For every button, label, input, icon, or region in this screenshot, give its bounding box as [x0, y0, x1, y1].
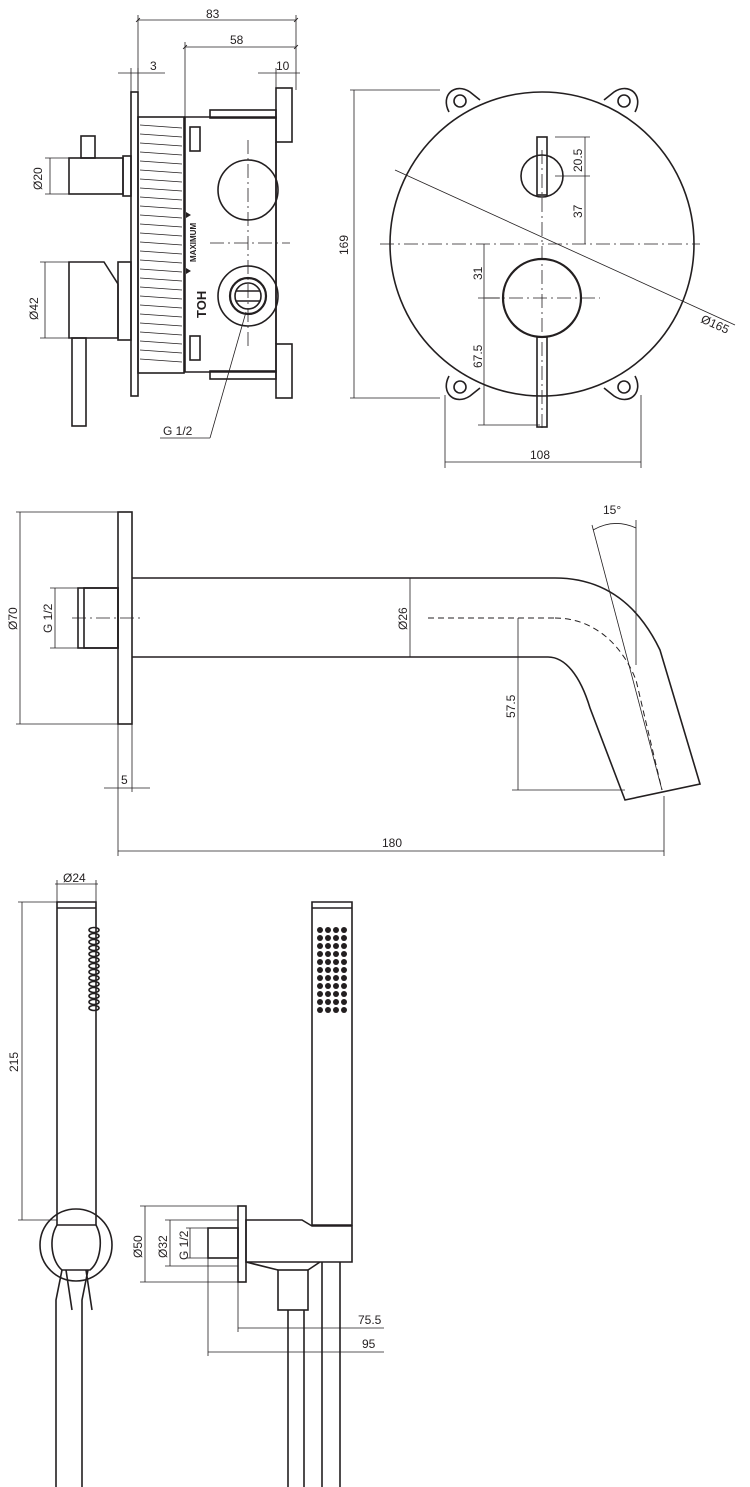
mixer-knob-body	[68, 261, 119, 339]
spray-nozzle	[333, 991, 339, 997]
spray-nozzle	[333, 943, 339, 949]
spray-nozzle	[341, 959, 347, 965]
dim-10-label: 10	[276, 59, 290, 73]
spray-nozzle	[333, 951, 339, 957]
spray-nozzle	[333, 999, 339, 1005]
dim-57-5-label: 57.5	[504, 694, 518, 718]
dim-67-5-label: 67.5	[471, 344, 485, 368]
mixer-front-view: 169 20.5 37 31 67.5 Ø165 108	[337, 87, 736, 468]
spray-nozzle	[325, 927, 331, 933]
handshower-front-view: Ø50 Ø32 G 1/2 75.5 95	[131, 901, 384, 1487]
spout-g12-label: G 1/2	[41, 603, 55, 633]
side-spray-nozzles	[88, 926, 100, 1012]
spray-nozzle	[341, 1007, 347, 1013]
spray-nozzle	[317, 967, 323, 973]
spray-nozzle	[317, 935, 323, 941]
spray-nozzle	[325, 959, 331, 965]
handshower-side-view: Ø24 215	[7, 871, 113, 1487]
dim-d32-label: Ø32	[156, 1235, 170, 1258]
spout-side-view: 15° Ø70 G 1/2 Ø26 57.5 5 180	[6, 503, 702, 856]
spray-nozzle	[325, 975, 331, 981]
spray-nozzle	[325, 1007, 331, 1013]
front-g12-label: G 1/2	[177, 1230, 191, 1260]
dim-20-5-label: 20.5	[571, 148, 585, 172]
diverter-knob-body	[68, 157, 124, 195]
dim-58-label: 58	[230, 33, 244, 47]
dim-15deg-label: 15°	[603, 503, 621, 517]
dim-37-label: 37	[571, 204, 585, 218]
dim-5-label: 5	[121, 773, 128, 787]
spray-nozzle	[341, 967, 347, 973]
spray-nozzle	[325, 967, 331, 973]
spray-nozzle	[317, 983, 323, 989]
g12-label: G 1/2	[163, 424, 193, 438]
spray-nozzle	[317, 975, 323, 981]
dim-d165-label: Ø165	[699, 312, 732, 337]
spout-pipe	[132, 577, 702, 801]
front-spray-nozzles	[317, 927, 347, 1013]
dim-d70-label: Ø70	[6, 607, 20, 630]
dim-75-5-label: 75.5	[358, 1313, 382, 1327]
spray-nozzle	[325, 943, 331, 949]
dim-169-label: 169	[337, 235, 351, 255]
thread-lines	[139, 124, 183, 363]
dim-3-label: 3	[150, 59, 157, 73]
spray-nozzle	[333, 983, 339, 989]
mounting-lugs	[445, 87, 639, 401]
valve-body	[184, 116, 277, 373]
spray-nozzle	[317, 959, 323, 965]
outlet-flange	[237, 1205, 247, 1283]
dim-95-label: 95	[362, 1337, 376, 1351]
spray-nozzle	[317, 1007, 323, 1013]
spray-nozzle	[325, 935, 331, 941]
spray-nozzle	[341, 975, 347, 981]
spray-nozzle	[341, 983, 347, 989]
spray-nozzle	[341, 927, 347, 933]
mixer-side-view: 83 58 3 10	[27, 7, 300, 439]
spray-nozzle	[317, 943, 323, 949]
holder-wall-disc	[39, 1208, 113, 1282]
dim-83-label: 83	[206, 7, 220, 21]
spray-nozzle	[333, 975, 339, 981]
spray-nozzle	[333, 927, 339, 933]
spray-nozzle	[317, 927, 323, 933]
box-marking: MAXIMUM	[189, 223, 198, 262]
dim-31-label: 31	[471, 266, 485, 280]
spray-nozzle	[325, 991, 331, 997]
hose-left	[55, 1269, 63, 1487]
spray-nozzle	[333, 967, 339, 973]
spray-nozzle	[341, 991, 347, 997]
dim-d24-label: Ø24	[63, 871, 86, 885]
spray-nozzle	[325, 983, 331, 989]
dim-108-label: 108	[530, 448, 550, 462]
spray-nozzle	[341, 999, 347, 1005]
spray-nozzle	[341, 943, 347, 949]
spray-nozzle	[341, 951, 347, 957]
spray-nozzle	[325, 951, 331, 957]
spray-nozzle	[317, 991, 323, 997]
spray-nozzle	[317, 999, 323, 1005]
spray-nozzle	[325, 999, 331, 1005]
spray-nozzle	[341, 935, 347, 941]
dim-d20-label: Ø20	[31, 167, 45, 190]
dim-180-label: 180	[382, 836, 402, 850]
dim-d50-label: Ø50	[131, 1235, 145, 1258]
dim-215-label: 215	[7, 1052, 21, 1072]
box-label-toh: TOH	[194, 291, 209, 318]
dim-d26-label: Ø26	[396, 607, 410, 630]
dim-d42-label: Ø42	[27, 297, 41, 320]
spray-nozzle	[333, 959, 339, 965]
spray-nozzle	[317, 951, 323, 957]
wall-plate	[130, 91, 139, 397]
spray-nozzle	[333, 935, 339, 941]
spray-nozzle	[333, 1007, 339, 1013]
handshower-front-handle	[311, 901, 353, 1226]
